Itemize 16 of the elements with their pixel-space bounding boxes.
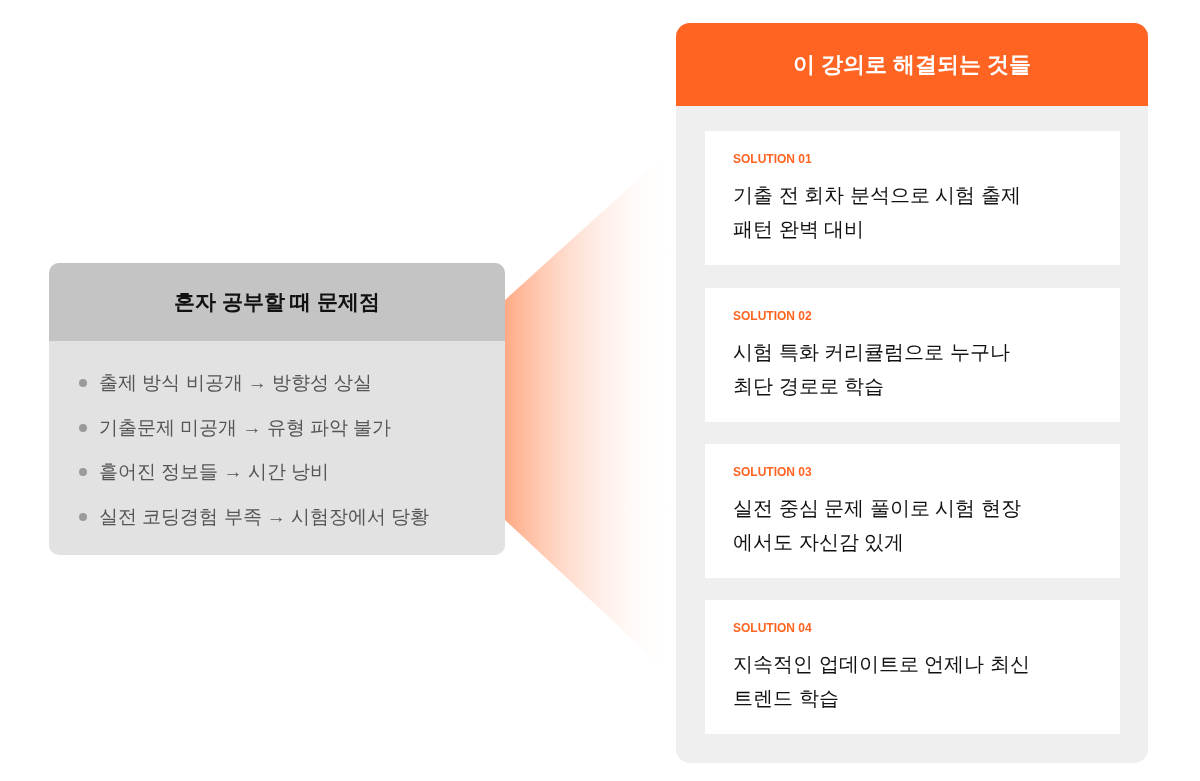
problem-item: 출제 방식 비공개 → 방향성 상실	[99, 371, 373, 395]
panel-header: 이 강의로 해결되는 것들	[676, 23, 1148, 106]
solution-text: 지속적인 업데이트로 언제나 최신 트렌드 학습	[733, 652, 1031, 711]
solution-tag: SOLUTION 01	[733, 150, 1092, 168]
solution-tag: SOLUTION 02	[733, 307, 1092, 325]
problem-item: 실전 코딩경험 부족 → 시험장에서 당황	[99, 504, 430, 529]
solution-tag: SOLUTION 04	[733, 619, 1092, 637]
solution-panel	[676, 23, 1148, 763]
solution-text: 실전 중심 문제 풀이로 시험 현장에서도 자신감 있게	[733, 496, 1022, 555]
problem-item: 흩어진 정보들 → 시간 낭비	[99, 460, 330, 484]
solution-text: 기출 전 회차 분석으로 시험 출제 패턴 완벽 대비	[733, 183, 1022, 242]
problem-item: 기출문제 미공개 → 유형 파악 불가	[99, 415, 392, 440]
card-header: 혼자 공부할 때 문제점	[49, 263, 505, 341]
solution-text: 시험 특화 커리큘럼으로 누구나 최단 경로로 학습	[733, 340, 1011, 399]
problem-card	[49, 263, 505, 555]
solution-tag: SOLUTION 03	[733, 463, 1092, 481]
